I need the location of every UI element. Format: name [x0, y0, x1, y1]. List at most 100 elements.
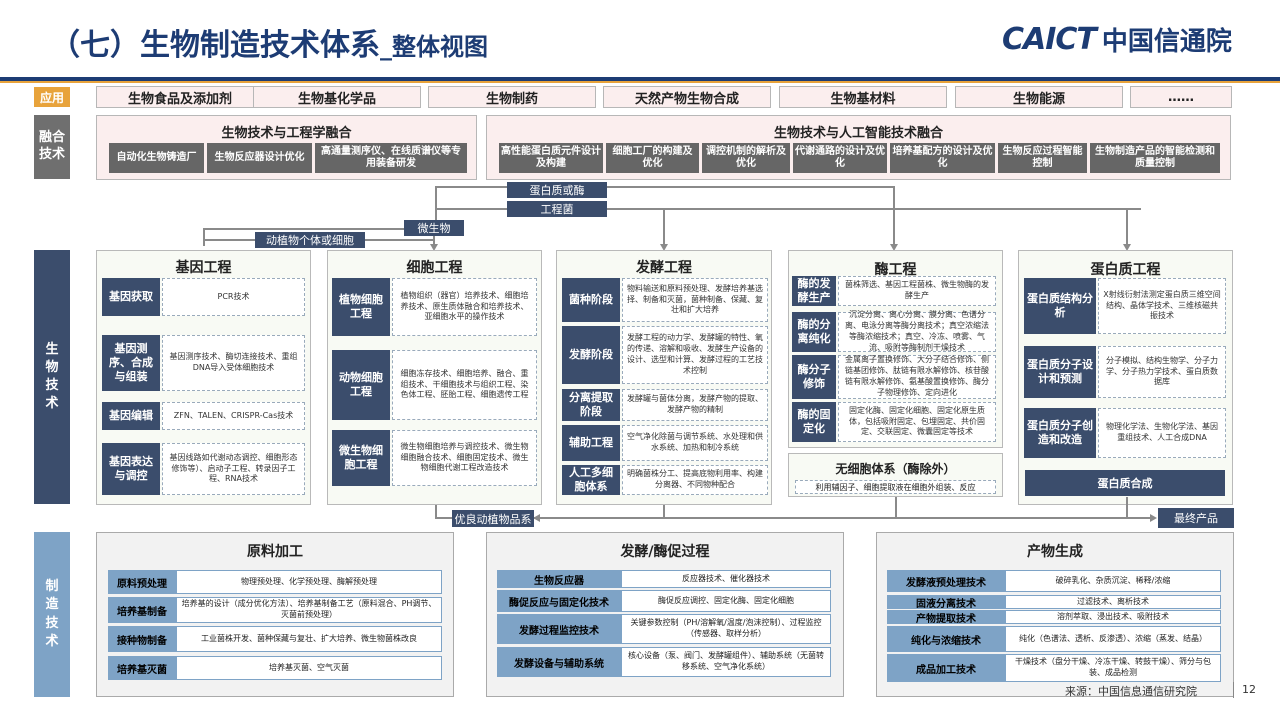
prod-row-label: 发酵液预处理技术 — [887, 570, 1005, 592]
raw-row-label: 原料预处理 — [108, 570, 176, 594]
page-title: （七）生物制造技术体系_整体视图 — [50, 28, 488, 63]
raw-row-label: 接种物制备 — [108, 626, 176, 652]
raw-row-text: 工业菌株开发、菌种保藏与复壮、扩大培养、微生物菌株改良 — [176, 626, 442, 652]
header-divider-accent — [0, 81, 1280, 83]
gene-row-text: 基因线路如代谢动态调控、细胞形态修饰等）、启动子工程、转录因子工程、RNA技术 — [162, 443, 305, 495]
side-label-mfg: 制造技术 — [34, 532, 70, 697]
protein-row-label: 蛋白质分子创造和改造 — [1024, 408, 1096, 458]
prod-row-label: 纯化与浓缩技术 — [887, 626, 1005, 652]
prod-row-text: 过滤技术、离析技术 — [1005, 595, 1221, 609]
fusion-ai-item: 代谢通路的设计及优化 — [793, 143, 887, 173]
app-item: 生物制药 — [428, 86, 596, 108]
proc-row-text: 反应器技术、催化器技术 — [621, 570, 831, 588]
raw-processing-title: 原料加工 — [247, 544, 303, 560]
connector — [203, 228, 435, 230]
raw-row-text: 物理预处理、化学预处理、酶解预处理 — [176, 570, 442, 594]
proc-row-text: 关键参数控制（PH/溶解氧/温度/泡沫控制）、过程监控（传感器、取样分析） — [621, 614, 831, 644]
flow-animal-plant: 动植物个体或细胞 — [255, 232, 365, 248]
protein-row-label: 蛋白质结构分析 — [1024, 278, 1096, 334]
footer-divider — [1233, 682, 1234, 698]
cellfree-title: 无细胞体系（酶除外） — [835, 462, 956, 476]
prod-row-text: 干燥技术（盘分干燥、冷冻干燥、转鼓干燥）、筛分与包装、成品检测 — [1005, 654, 1221, 682]
fusion-eng-item: 自动化生物铸造厂 — [109, 143, 204, 173]
connector — [435, 208, 1141, 210]
connector — [203, 228, 205, 246]
ferment-process-title: 发酵/酶促过程 — [620, 544, 710, 560]
arrow-icon — [1150, 514, 1157, 522]
app-item: 生物食品及添加剂 — [96, 86, 264, 108]
connector — [1126, 497, 1128, 517]
protein-row-text: 分子模拟、结构生物学、分子力学、分子热力学技术、蛋白质数据库 — [1098, 346, 1226, 398]
flow-improved-strain: 优良动植物品系 — [452, 510, 534, 527]
gene-row-text: 基因测序技术、酶切连接技术、重组DNA导入受体细胞技术 — [162, 335, 305, 391]
fusion-ai-item: 生物制造产品的智能检测和质量控制 — [1090, 143, 1220, 173]
proc-row-label: 发酵过程监控技术 — [497, 614, 621, 644]
fusion-eng-item: 生物反应器设计优化 — [207, 143, 312, 173]
gene-engineering-title: 基因工程 — [175, 260, 232, 276]
arrow-icon — [660, 244, 668, 251]
app-item: 生物能源 — [955, 86, 1123, 108]
ferment-row-label: 人工多细胞体系 — [562, 465, 620, 495]
protein-row-text: X射线衍射法测定蛋白质三维空间结构、晶体学技术、三维核磁共振技术 — [1098, 278, 1226, 334]
proc-row-text: 酶促反应调控、固定化酶、固定化细胞 — [621, 590, 831, 612]
arrow-icon — [533, 514, 540, 522]
side-label-bio: 生物技术 — [34, 250, 70, 504]
arrow-icon — [430, 244, 438, 251]
connector — [435, 505, 437, 519]
app-item: 天然产物生物合成 — [603, 86, 771, 108]
enzyme-row-text: 金属离子置换修饰、大分子结合修饰、侧链基团修饰、肽链有限水解修饰、核苷酸链有限水… — [838, 355, 996, 399]
enzyme-row-text: 菌株筛选、基因工程菌株、微生物酶的发酵生产 — [838, 276, 996, 306]
flow-eng-bacteria: 工程菌 — [507, 201, 607, 217]
proc-row-label: 发酵设备与辅助系统 — [497, 647, 621, 677]
gene-row-label: 基因表达与调控 — [102, 443, 160, 495]
ferment-row-text: 发酵工程的动力学、发酵罐的特性、氧的传递、溶解和吸收、发酵生产设备的设计、选型和… — [622, 326, 768, 384]
connector — [1126, 208, 1128, 246]
gene-row-label: 基因获取 — [102, 278, 160, 316]
connector — [540, 517, 1150, 519]
prod-row-label: 产物提取技术 — [887, 610, 1005, 625]
connector — [663, 208, 665, 246]
cell-row-label: 植物细胞工程 — [332, 278, 390, 336]
side-label-fusion: 融合技术 — [34, 115, 70, 179]
ferment-row-label: 菌种阶段 — [562, 278, 620, 322]
enzyme-row-text: 沉淀分离、离心分离、膜分离、色谱分离、电泳分离等酶分离技术；真空浓缩法等酶浓缩技… — [838, 310, 996, 352]
protein-row-text: 物理化学法、生物化学法、基因重组技术、人工合成DNA — [1098, 408, 1226, 458]
prod-row-label: 成品加工技术 — [887, 654, 1005, 682]
ferment-row-text: 明确菌株分工、提高底物利用率、构建分离器、不同物种配合 — [622, 465, 768, 495]
fusion-ai-item: 生物反应过程智能控制 — [998, 143, 1087, 173]
arrow-icon — [1123, 244, 1131, 251]
connector — [435, 186, 895, 188]
page-number: 12 — [1242, 683, 1256, 696]
proc-row-text: 核心设备（泵、阀门、发酵罐组件）、辅助系统（无菌转移系统、空气净化系统） — [621, 647, 831, 677]
flow-microbe: 微生物 — [404, 220, 464, 236]
proc-row-label: 生物反应器 — [497, 570, 621, 588]
side-label-app: 应用 — [34, 87, 70, 107]
ferment-row-label: 辅助工程 — [562, 425, 620, 461]
fusion-ai-item: 培养基配方的设计及优化 — [890, 143, 995, 173]
cell-row-text: 细胞冻存技术、细胞培养、融合、重组技术、干细胞技术与组织工程、染色体工程、胚胎工… — [392, 350, 537, 420]
ferment-row-text: 发酵罐与菌体分离，发酵产物的提取、发酵产物的精制 — [622, 389, 768, 421]
arrow-icon — [890, 244, 898, 251]
prod-row-text: 破碎乳化、杂质沉淀、稀释/浓缩 — [1005, 570, 1221, 592]
ferment-row-label: 发酵阶段 — [562, 326, 620, 384]
gene-row-label: 基因测序、合成与组装 — [102, 335, 160, 391]
fusion-eng-item: 高通量测序仪、在线质谱仪等专用装备研发 — [315, 143, 467, 173]
enzyme-engineering-title: 酶工程 — [874, 262, 917, 278]
protein-engineering-title: 蛋白质工程 — [1090, 262, 1161, 278]
flow-final-product: 最终产品 — [1158, 508, 1234, 528]
enzyme-row-text: 固定化酶、固定化细胞、固定化原生质体，包括吸附固定、包埋固定、共价固定、交联固定… — [838, 402, 996, 442]
app-item: …… — [1130, 86, 1232, 108]
prod-row-text: 溶剂萃取、浸出技术、吸附技术 — [1005, 610, 1221, 624]
ferment-row-text: 空气净化除菌与调节系统、水处理和供水系统、加热和制冷系统 — [622, 425, 768, 461]
enzyme-row-label: 酶的分离纯化 — [792, 312, 836, 352]
prod-row-label: 固液分离技术 — [887, 595, 1005, 610]
cell-row-label: 动物细胞工程 — [332, 350, 390, 420]
cell-engineering-title: 细胞工程 — [406, 260, 463, 276]
ferment-engineering-title: 发酵工程 — [636, 260, 692, 276]
cell-row-text: 微生物细胞培养与调控技术、微生物细胞融合技术、细胞固定技术、微生物细胞代谢工程改… — [392, 430, 537, 486]
raw-row-label: 培养基制备 — [108, 597, 176, 623]
raw-row-text: 培养基灭菌、空气灭菌 — [176, 656, 442, 680]
connector — [433, 228, 435, 246]
cell-row-text: 植物组织（器官）培养技术、细胞培养技术、原生质体融合和培养技术、亚细胞水平的操作… — [392, 278, 537, 336]
